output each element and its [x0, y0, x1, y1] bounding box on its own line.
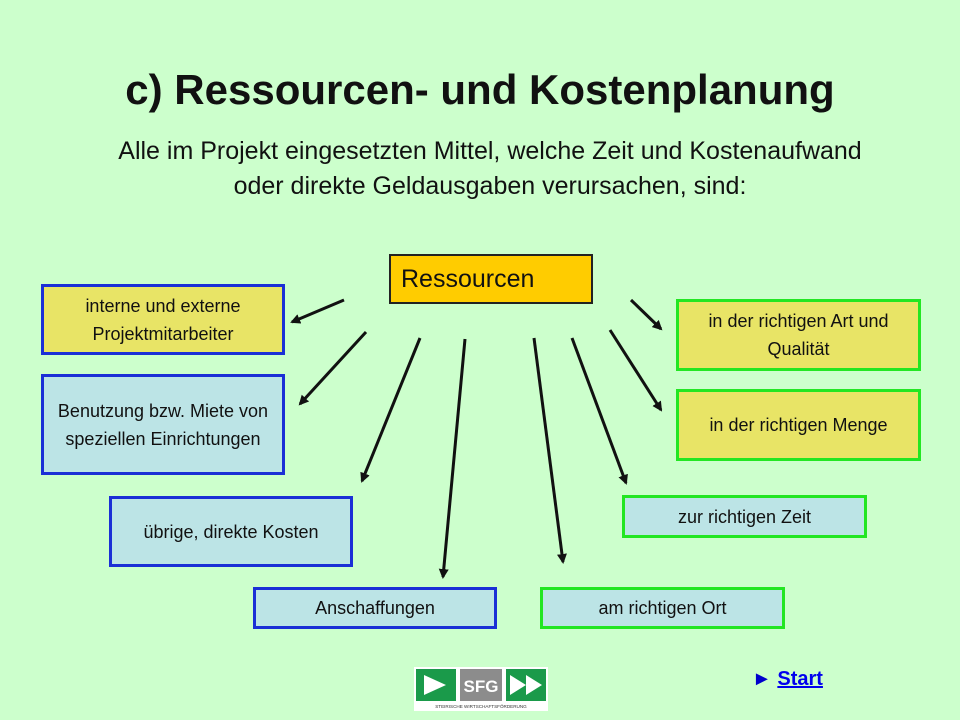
arrow-left-1 — [290, 298, 345, 324]
sfg-logo: SFG STEIRISCHE WIRTSCHAFTSFÖRDERUNG — [414, 667, 548, 711]
slide-title: c) Ressourcen- und Kostenplanung — [125, 66, 835, 113]
logo-caption: STEIRISCHE WIRTSCHAFTSFÖRDERUNG — [435, 703, 527, 709]
arrow-right-4 — [532, 337, 567, 564]
arrow-right-1 — [629, 298, 663, 331]
node-ort: am richtigen Ort — [540, 587, 785, 629]
node-menge: in der richtigen Menge — [676, 389, 921, 461]
node-projektmitarbeiter: interne und externe Projektmitarbeiter — [41, 284, 285, 355]
node-zeit: zur richtigen Zeit — [622, 495, 867, 538]
start-link-label[interactable]: Start — [777, 668, 823, 690]
arrow-left-4 — [438, 338, 467, 579]
node-einrichtungen: Benutzung bzw. Miete von speziellen Einr… — [41, 374, 285, 475]
arrow-right-2 — [608, 329, 663, 412]
slide-subtitle: Alle im Projekt eingesetzten Mittel, wel… — [118, 137, 862, 200]
arrow-left-2 — [298, 330, 368, 406]
logo-text: SFG — [464, 677, 499, 696]
play-triangle-icon: ► — [752, 668, 772, 690]
start-link[interactable]: ► Start — [752, 668, 823, 691]
node-art-qualitaet: in der richtigen Art und Qualität — [676, 299, 921, 371]
arrow-left-3 — [360, 337, 422, 483]
node-direkte-kosten: übrige, direkte Kosten — [109, 496, 353, 567]
center-node-ressourcen: Ressourcen — [389, 254, 593, 304]
node-anschaffungen: Anschaffungen — [253, 587, 497, 629]
arrow-right-3 — [570, 337, 628, 485]
